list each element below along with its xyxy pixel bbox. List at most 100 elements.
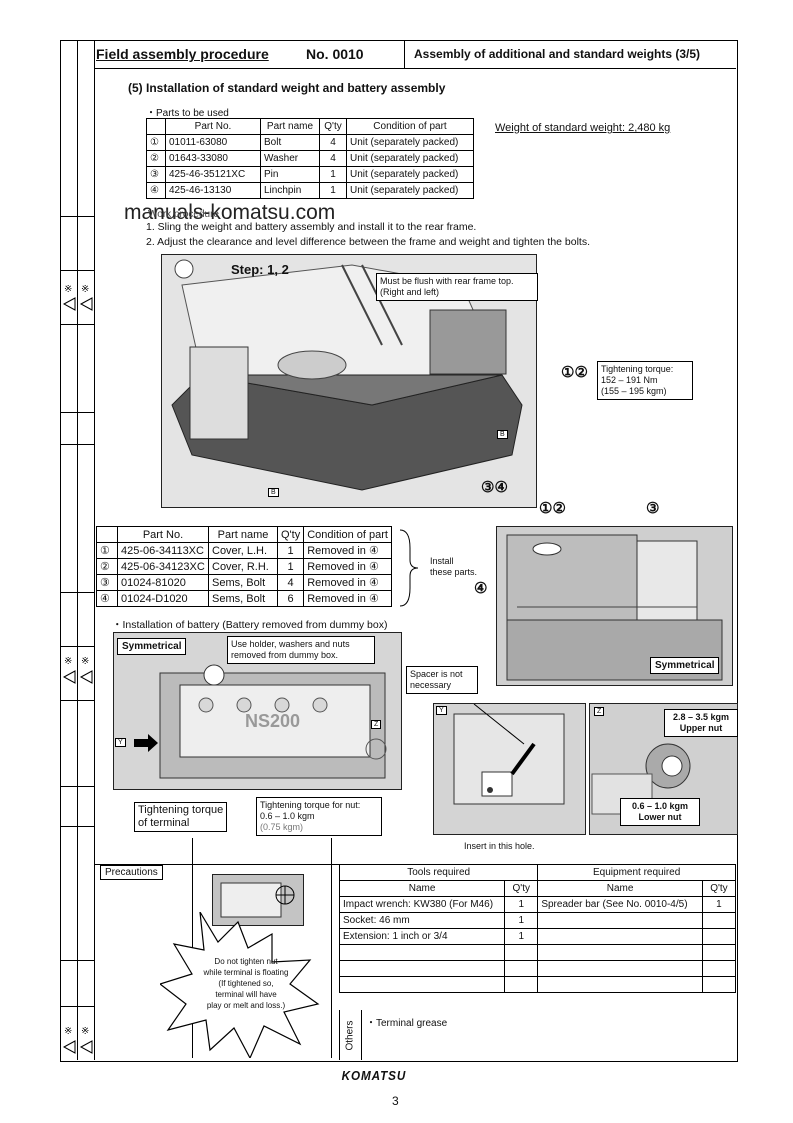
cell: ② bbox=[96, 558, 118, 575]
tag-b: B bbox=[268, 488, 279, 497]
revision-triangle-icon bbox=[63, 670, 93, 684]
cover-header: Q'ty bbox=[276, 526, 305, 543]
cell: Washer bbox=[260, 150, 320, 167]
parts-header-partno: Part No. bbox=[165, 118, 261, 135]
standard-weight-note: Weight of standard weight: 2,480 kg bbox=[495, 122, 671, 134]
cell: 1 bbox=[276, 542, 305, 559]
tools-qty-header: Q'ty bbox=[504, 880, 539, 897]
cell bbox=[338, 976, 506, 993]
warning-burst-icon bbox=[160, 912, 320, 1058]
cell: 01011-63080 bbox=[165, 134, 261, 151]
cell: 1 bbox=[504, 912, 539, 929]
equipment-header: Equipment required bbox=[537, 864, 736, 881]
cell bbox=[701, 944, 737, 961]
revision-mark: ※ bbox=[64, 656, 73, 667]
flush-note: Must be flush with rear frame top. (Righ… bbox=[376, 273, 538, 301]
table-row: ① 425-06-34113XC Cover, L.H. 1 Removed i… bbox=[96, 542, 392, 559]
cell: 1 bbox=[319, 182, 347, 199]
terminal-torque-note: Tightening torque for nut:0.6 – 1.0 kgm(… bbox=[256, 797, 382, 836]
step-label: Step: 1, 2 bbox=[231, 262, 289, 277]
cell: Removed in ④ bbox=[303, 542, 392, 559]
cover-header: Condition of part bbox=[303, 526, 392, 543]
cell: Linchpin bbox=[260, 182, 320, 199]
precautions-label: Precautions bbox=[100, 865, 163, 880]
cell bbox=[338, 960, 506, 977]
cover-header bbox=[96, 526, 118, 543]
tools-header: Tools required bbox=[338, 864, 539, 881]
table-row bbox=[338, 944, 737, 961]
parts-header-name: Part name bbox=[260, 118, 320, 135]
tools-table: Tools required Equipment required Name Q… bbox=[338, 864, 737, 993]
revision-margin bbox=[60, 40, 95, 1060]
others-label-cell bbox=[339, 1010, 362, 1060]
spacer-figure bbox=[433, 703, 586, 835]
procedure-title: Field assembly procedure bbox=[96, 46, 269, 62]
table-row: ③ 425-46-35121XC Pin 1 Unit (separately … bbox=[146, 166, 474, 183]
table-row: Extension: 1 inch or 3/4 1 bbox=[338, 928, 737, 945]
table-row: ② 01643-33080 Washer 4 Unit (separately … bbox=[146, 150, 474, 167]
cell: Pin bbox=[260, 166, 320, 183]
holder-note: Use holder, washers and nuts removed fro… bbox=[227, 636, 375, 664]
battery-model: NS200 bbox=[245, 711, 301, 731]
equip-qty-header: Q'ty bbox=[701, 880, 737, 897]
tag-z: Z bbox=[371, 720, 382, 729]
cell: Unit (separately packed) bbox=[346, 166, 474, 183]
cell bbox=[338, 944, 506, 961]
revision-mark: ※ bbox=[64, 1026, 73, 1037]
step-2: 2. Adjust the clearance and level differ… bbox=[146, 236, 591, 248]
cell: Sems, Bolt bbox=[208, 574, 278, 591]
cell: 425-46-35121XC bbox=[165, 166, 261, 183]
cell bbox=[701, 976, 737, 993]
brand-logo: KOMATSU bbox=[341, 1068, 407, 1083]
cell: Sems, Bolt bbox=[208, 590, 278, 607]
cell: Cover, L.H. bbox=[208, 542, 278, 559]
cover-header: Part name bbox=[208, 526, 278, 543]
terminal-figure bbox=[212, 874, 304, 926]
cell: ② bbox=[146, 150, 166, 167]
procedure-subject: Assembly of additional and standard weig… bbox=[414, 47, 701, 61]
cell bbox=[701, 912, 737, 929]
work-heading: Work procedure bbox=[148, 209, 219, 220]
cell bbox=[537, 912, 703, 929]
cover-header: Part No. bbox=[117, 526, 209, 543]
header-left bbox=[94, 40, 405, 68]
table-row: ④ 01024-D1020 Sems, Bolt 6 Removed in ④ bbox=[96, 590, 392, 607]
symmetrical-label: Symmetrical bbox=[117, 638, 187, 655]
mark-pin-linchpin: ③④ bbox=[481, 479, 508, 496]
cell: Unit (separately packed) bbox=[346, 134, 474, 151]
revision-triangle-icon bbox=[63, 297, 93, 311]
cell: 425-46-13130 bbox=[165, 182, 261, 199]
step-1: 1. Sling the weight and battery assembly… bbox=[146, 221, 477, 233]
page-frame bbox=[60, 40, 738, 1062]
table-row: ③ 01024-81020 Sems, Bolt 4 Removed in ④ bbox=[96, 574, 392, 591]
cell: 425-06-34113XC bbox=[117, 542, 209, 559]
cover-table: Part No. Part name Q'ty Condition of par… bbox=[96, 526, 392, 607]
tag-z: Z bbox=[594, 707, 605, 716]
cell bbox=[537, 960, 703, 977]
parts-header-condition: Condition of part bbox=[346, 118, 474, 135]
parts-header-index bbox=[146, 118, 166, 135]
cell: ③ bbox=[146, 166, 166, 183]
table-row: ② 425-06-34123XC Cover, R.H. 1 Removed i… bbox=[96, 558, 392, 575]
page-number: 3 bbox=[392, 1094, 399, 1108]
cell bbox=[537, 976, 703, 993]
table-row: Impact wrench: KW380 (For M46) 1 Spreade… bbox=[338, 896, 737, 913]
section-title: (5) Installation of standard weight and … bbox=[128, 81, 446, 95]
cell: 4 bbox=[319, 134, 347, 151]
battery-heading: ・Installation of battery (Battery remove… bbox=[112, 619, 388, 631]
mark-bolt-washer: ①② bbox=[561, 364, 588, 381]
cell: Extension: 1 inch or 3/4 bbox=[338, 928, 506, 945]
revision-mark: ※ bbox=[81, 1026, 90, 1037]
cell: ① bbox=[96, 542, 118, 559]
tag-b: B bbox=[497, 430, 508, 439]
cell: 1 bbox=[504, 928, 539, 945]
cell bbox=[537, 928, 703, 945]
cell: Bolt bbox=[260, 134, 320, 151]
mark-sems-bolt: ③ bbox=[646, 500, 660, 517]
brace-icon bbox=[399, 529, 419, 607]
table-row: Socket: 46 mm 1 bbox=[338, 912, 737, 929]
cell: Unit (separately packed) bbox=[346, 182, 474, 199]
cell bbox=[504, 944, 539, 961]
insert-note: Insert in this hole. bbox=[464, 841, 535, 851]
